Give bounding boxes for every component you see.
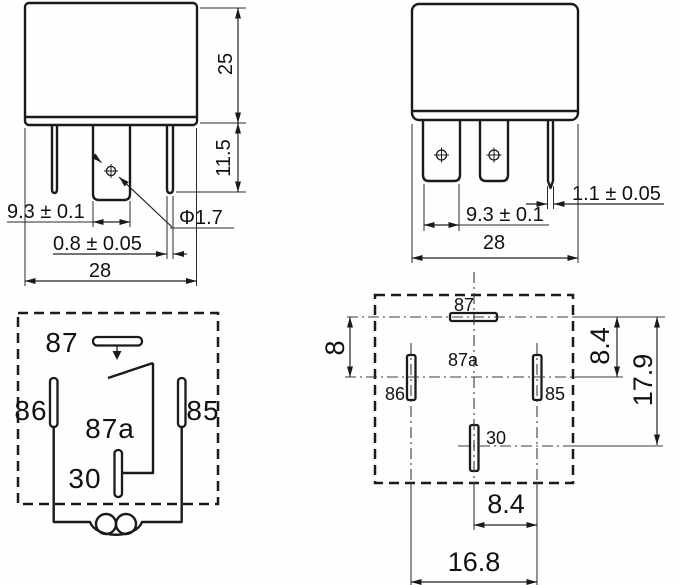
- dim-full-span: 16.8: [448, 547, 501, 577]
- switch-wire: [122, 363, 155, 475]
- schematic-label-85: 85: [186, 395, 219, 426]
- front-dim-pin-width: 9.3 ± 0.1: [7, 201, 131, 227]
- schematic-label-87: 87: [45, 327, 78, 358]
- bottom-label-30: 30: [486, 428, 506, 448]
- front-pin-right: [165, 125, 175, 195]
- side-dim-body-width: 28: [411, 124, 579, 263]
- contact-arrow-head: [112, 351, 122, 360]
- relay-body-side: [410, 2, 580, 122]
- front-dim-body-width: 28: [24, 128, 197, 286]
- side-view: 1.1 ± 0.05 9.3 ± 0.1 28: [410, 2, 664, 263]
- dim-pin-thickness: 0.8 ± 0.05: [53, 233, 142, 255]
- side-pin-thin: [546, 120, 555, 190]
- dim-depth: 28: [483, 232, 505, 254]
- schematic-label-86: 86: [14, 395, 47, 426]
- schematic-terminal-30: [113, 448, 124, 499]
- dim-thin-pin-thickness: 1.1 ± 0.05: [572, 183, 661, 205]
- front-pin-left: [50, 125, 59, 195]
- front-dim-pin-thickness: 0.8 ± 0.05: [53, 196, 187, 259]
- dim-row-85: 8.4: [585, 327, 615, 365]
- hole-leader-line: [118, 176, 173, 228]
- side-dim-pin-thickness: 1.1 ± 0.05: [526, 183, 664, 209]
- coil-symbol: [52, 427, 183, 536]
- pin-hole-side-1: [434, 147, 449, 163]
- dim-pin-length: 11.5: [213, 139, 235, 176]
- schematic-terminal-86: [48, 376, 59, 429]
- dim-hole-diameter: Φ1.7: [179, 207, 223, 229]
- dim-row-30: 17.9: [628, 354, 658, 407]
- bottom-dim-half-span: 8.4: [474, 489, 537, 528]
- dim-half-span: 8.4: [487, 489, 525, 519]
- dim-row-86: 8: [320, 340, 350, 355]
- front-pin-middle: [91, 125, 132, 202]
- pin-hole-side-2: [486, 147, 502, 163]
- dim-wide-pin-width: 9.3 ± 0.1: [466, 204, 544, 226]
- schematic-view: 87 86 85 87a 30: [14, 311, 220, 536]
- bottom-label-87a: 87a: [448, 350, 479, 370]
- bottom-label-87: 87: [454, 295, 474, 315]
- bottom-label-85: 85: [545, 384, 565, 404]
- side-dim-pin-width: 9.3 ± 0.1: [423, 184, 549, 231]
- dim-body-width: 28: [89, 260, 111, 282]
- bottom-dim-row30: 17.9: [628, 317, 660, 445]
- schematic-outline: [16, 311, 220, 506]
- front-view: Φ1.7 25 11.5 9.3 ± 0.1 0.8 ± 0.05: [7, 1, 246, 286]
- schematic-label-87a: 87a: [85, 413, 135, 444]
- side-pin-wide-1: [421, 120, 462, 183]
- bottom-label-86: 86: [385, 384, 405, 404]
- pin-hole: [104, 164, 118, 178]
- dim-pin-width: 9.3 ± 0.1: [7, 201, 85, 223]
- bottom-dim-full-span: 16.8: [411, 547, 537, 585]
- front-dim-heights: 25 11.5: [176, 7, 246, 193]
- bottom-dim-row86: 8: [320, 317, 353, 377]
- dim-body-height: 25: [215, 53, 237, 75]
- side-pin-wide-2: [478, 120, 510, 183]
- schematic-terminal-85: [176, 376, 187, 429]
- switch-arm: [107, 361, 154, 380]
- bottom-dim-row85: 8.4: [585, 317, 620, 377]
- hole-pointer-arrow: [91, 153, 102, 163]
- bottom-view: 87 87a 86 85 30 8 8.4 17.9 8.4 16.8: [320, 272, 665, 585]
- schematic-terminal-87: [91, 335, 144, 347]
- relay-body-front: [23, 1, 199, 127]
- schematic-label-30: 30: [68, 463, 101, 494]
